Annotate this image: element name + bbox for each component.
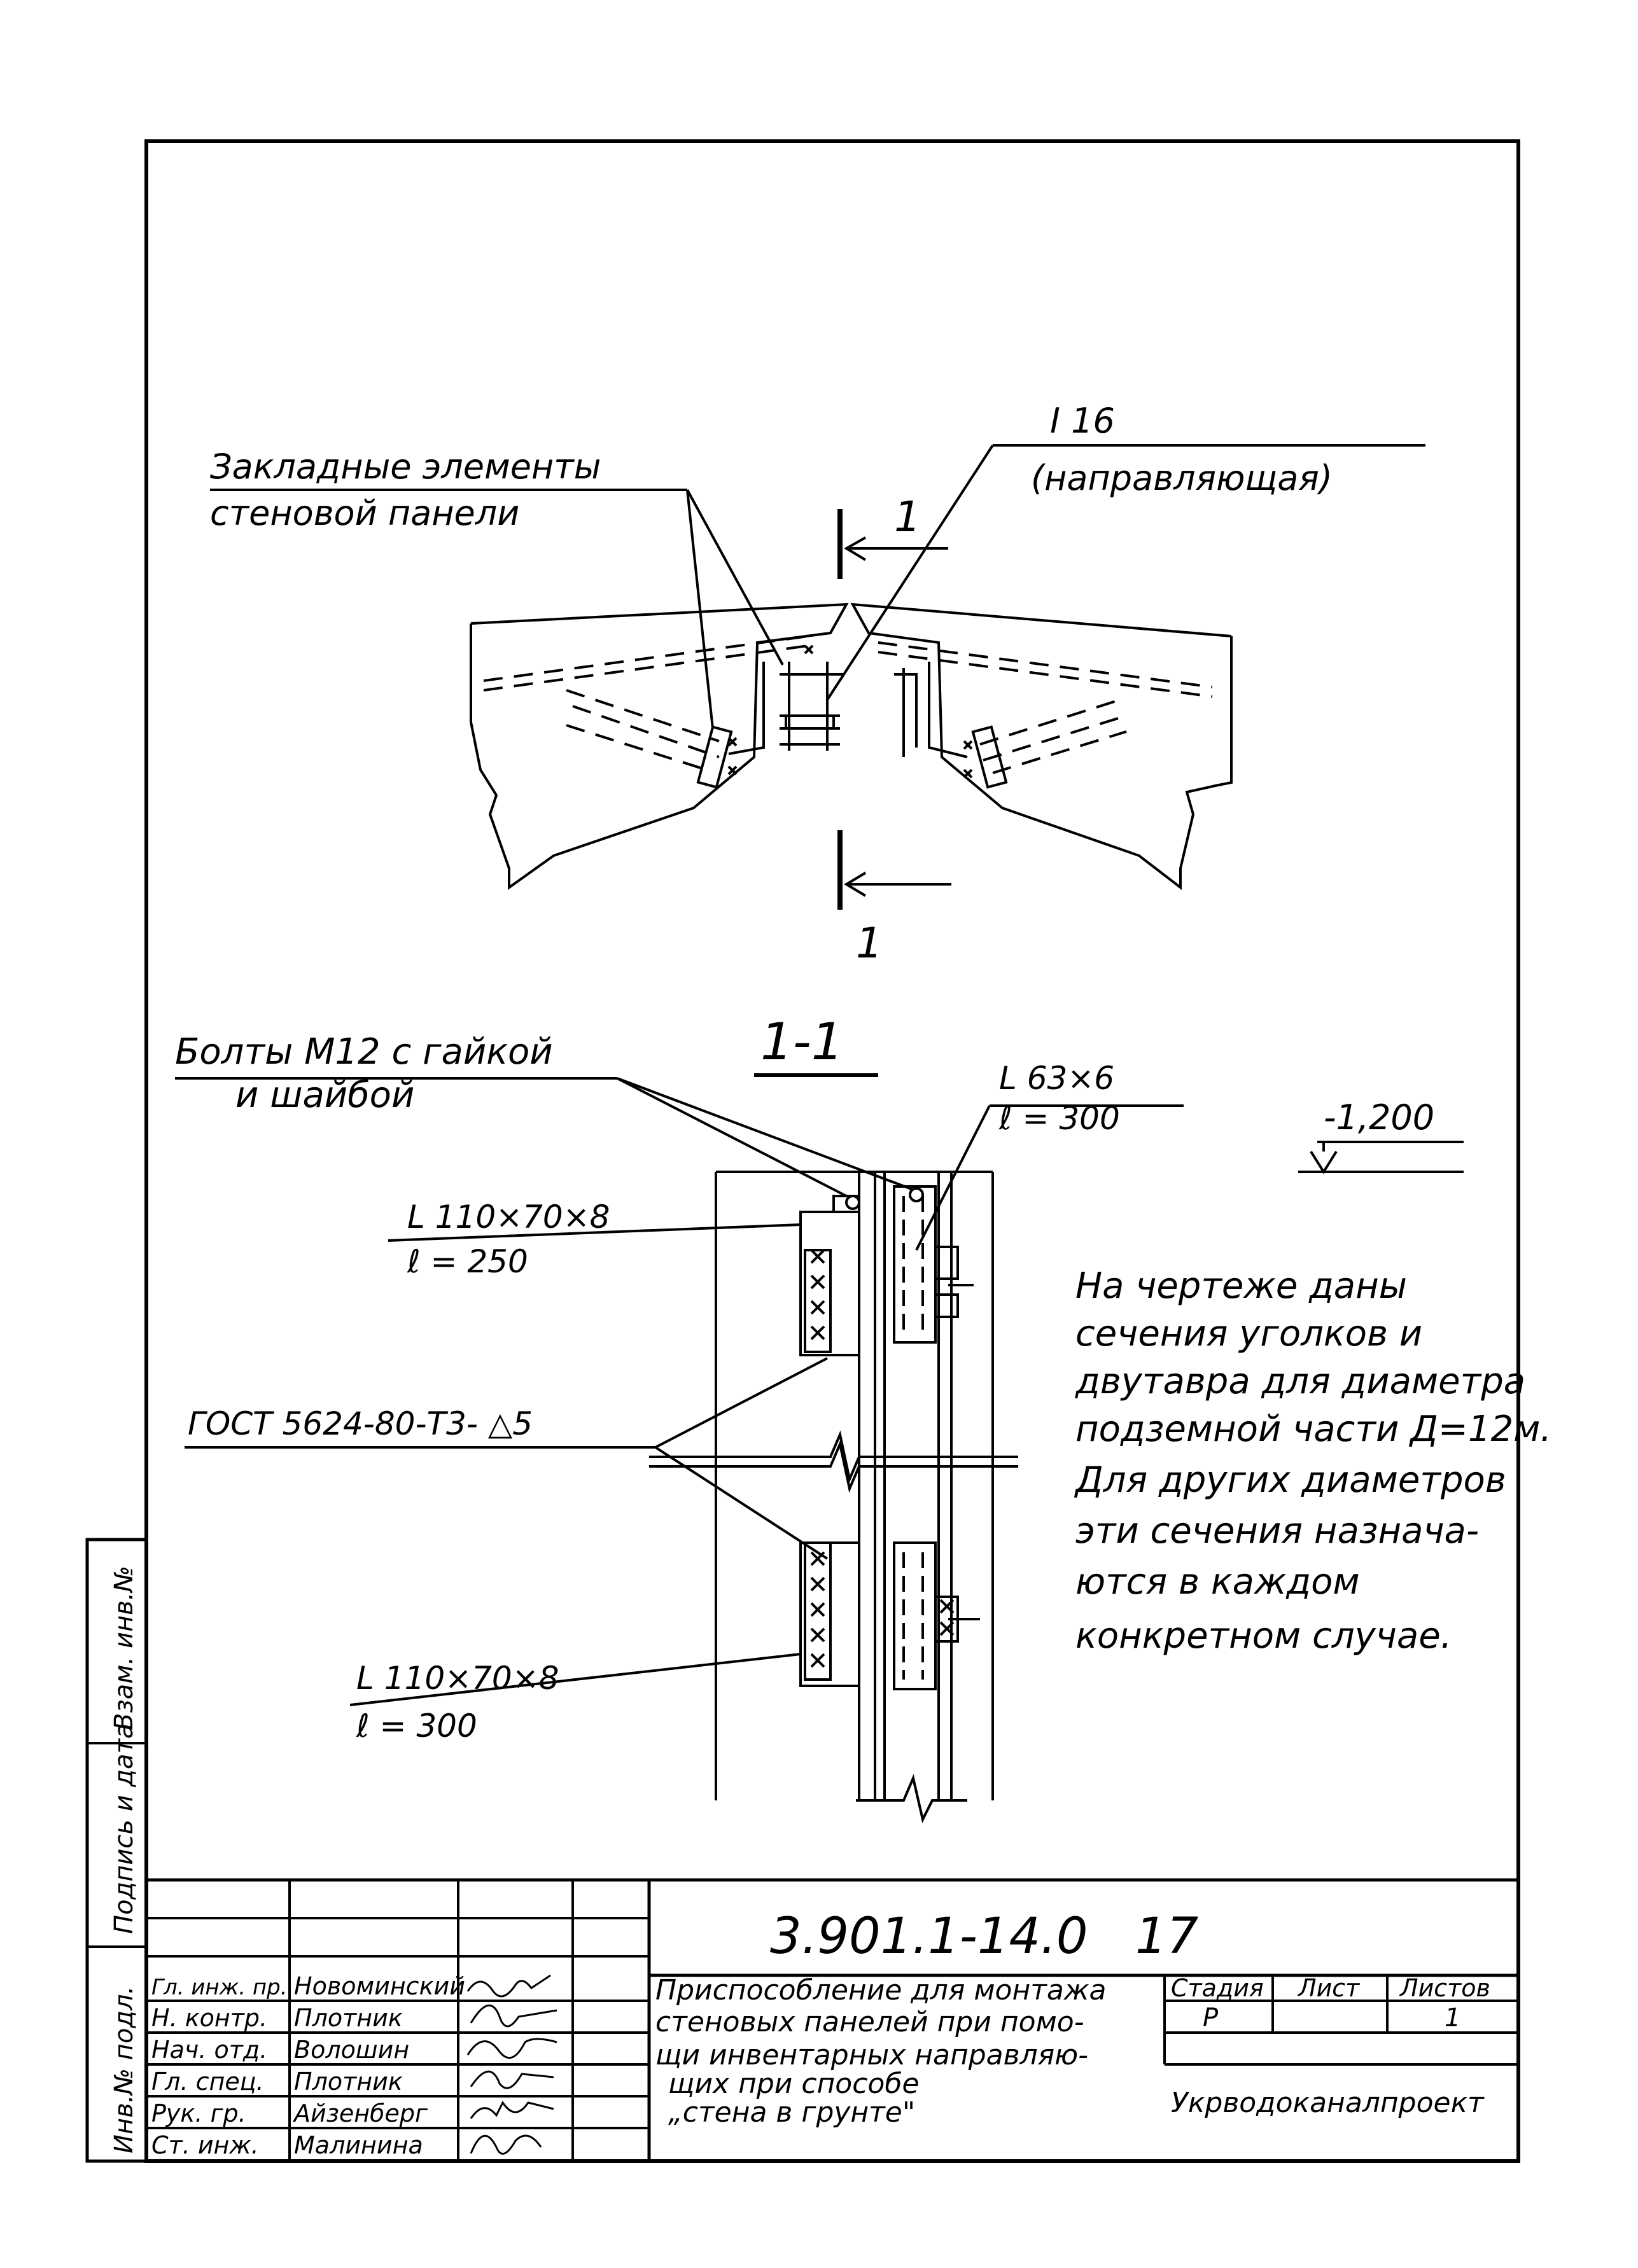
label-angle-small-1: L 63×6 [999, 1060, 1114, 1097]
section-1-1 [175, 1073, 1464, 1823]
label-angle-bottom-2: ℓ = 300 [356, 1708, 477, 1744]
label-beam-line1: I 16 [1050, 401, 1115, 441]
name-3: Волошин [294, 2036, 409, 2064]
label-beam-line2: (направляющая) [1031, 458, 1333, 498]
note-line-8: конкретном случае. [1075, 1615, 1452, 1657]
label-angle-top-2: ℓ = 250 [407, 1243, 528, 1280]
label-angle-top-1: L 110×70×8 [407, 1199, 610, 1235]
note-line-2: сечения уголков и [1075, 1313, 1422, 1354]
side-stamp-signature: Подпись и дата [109, 1723, 139, 1934]
section-labels: 1-1 Болты М12 с гайкой и шайбой L 63×6 ℓ… [175, 1012, 1434, 1744]
note-line-7: ются в каждом [1075, 1561, 1360, 1603]
section-mark-bottom: 1 [856, 919, 883, 968]
side-stamp-inv: Инв.№ подл. [109, 1986, 139, 2153]
label-bolts-line1: Болты М12 с гайкой [175, 1031, 553, 1073]
frame [85, 139, 1520, 2163]
role-1: Гл. инж. пр. [151, 1975, 287, 2000]
label-embedded-line1: Закладные элементы [210, 447, 601, 487]
name-5: Айзенберг [292, 2099, 428, 2127]
title-line-1: Приспособление для монтажа [655, 1974, 1106, 2007]
label-gost: ГОСТ 5624-80-Т3- △5 [188, 1405, 533, 1442]
name-6: Малинина [294, 2131, 423, 2159]
drawing-note: На чертеже даны сечения уголков и двутав… [1074, 1265, 1551, 1657]
role-4: Гл. спец. [151, 2068, 264, 2096]
title-block: 3.901.1-14.0 17 Приспособление для монта… [151, 1908, 1490, 2159]
side-stamp: Инв.№ подл. Подпись и дата Взам. инв.№ [109, 1566, 139, 2153]
role-5: Рук. гр. [151, 2099, 246, 2127]
label-angle-bottom-1: L 110×70×8 [356, 1660, 559, 1697]
note-line-4: подземной части Д=12м. [1075, 1409, 1551, 1450]
label-elevation: -1,200 [1324, 1097, 1434, 1137]
name-1: Новоминский [294, 1972, 465, 2000]
note-line-5: Для других диаметров [1074, 1459, 1506, 1501]
role-3: Нач. отд. [151, 2036, 267, 2064]
organization: Укрводоканалпроект [1171, 2087, 1485, 2119]
title-line-5: „стена в грунте" [668, 2096, 915, 2129]
note-line-6: эти сечения назнача- [1075, 1510, 1479, 1552]
name-2: Плотник [294, 2004, 403, 2032]
title-line-2: стеновых панелей при помо- [655, 2006, 1084, 2038]
label-bolts-line2: и шайбой [235, 1075, 414, 1116]
side-stamp-replace: Взам. инв.№ [109, 1566, 139, 1730]
stage-header: Стадия [1171, 1974, 1264, 2002]
section-title: 1-1 [760, 1012, 844, 1071]
sheet-header: Лист [1297, 1974, 1361, 2002]
title-block-grid [146, 1878, 1518, 2161]
note-line-3: двутавра для диаметра [1075, 1361, 1525, 1402]
plan-labels: Закладные элементы стеновой панели I 16 … [210, 401, 1333, 968]
plan-view [210, 444, 1425, 910]
sheets-value: 1 [1445, 2003, 1460, 2033]
label-embedded-line2: стеновой панели [210, 493, 519, 533]
title-line-3: щи инвентарных направляю- [655, 2039, 1088, 2071]
role-6: Ст. инж. [151, 2131, 259, 2159]
role-2: Н. контр. [151, 2004, 267, 2032]
note-line-1: На чертеже даны [1075, 1265, 1407, 1307]
signatures [466, 1974, 557, 2155]
name-4: Плотник [294, 2068, 403, 2096]
section-mark-top: 1 [894, 492, 921, 541]
title-line-4: щих при способе [668, 2068, 920, 2100]
label-angle-small-2: ℓ = 300 [998, 1100, 1120, 1137]
document-code: 3.901.1-14.0 17 [770, 1908, 1198, 1965]
sheets-header: Листов [1399, 1974, 1490, 2002]
stage-value: Р [1203, 2003, 1219, 2033]
